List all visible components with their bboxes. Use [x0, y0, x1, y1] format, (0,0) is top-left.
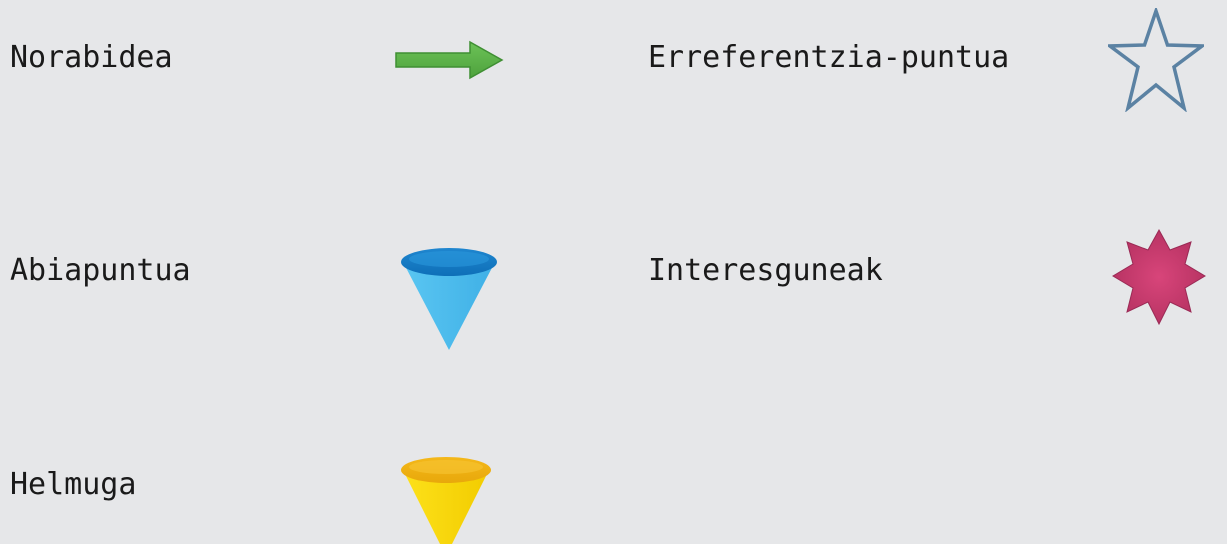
reference-point-label: Erreferentzia-puntua	[648, 40, 1010, 75]
star-outline-icon	[1108, 8, 1204, 112]
direction-label: Norabidea	[10, 40, 173, 75]
arrow-right-icon	[395, 40, 504, 80]
eight-point-star-icon	[1112, 228, 1206, 326]
destination-cone-icon	[401, 457, 491, 544]
start-point-label: Abiapuntua	[10, 253, 191, 288]
destination-label: Helmuga	[10, 467, 137, 502]
points-of-interest-label: Interesguneak	[648, 253, 883, 288]
start-cone-icon	[401, 248, 497, 350]
